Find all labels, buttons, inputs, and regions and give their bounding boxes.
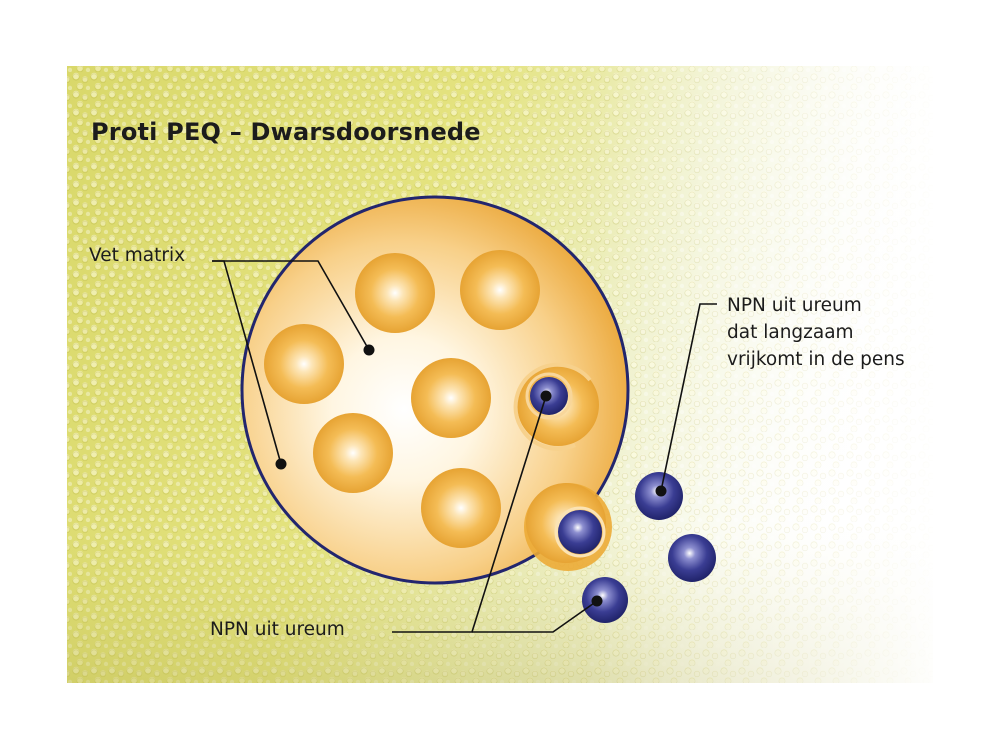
label-slow-release-line: dat langzaam (727, 322, 854, 343)
npn-particle (668, 534, 716, 582)
npn-sphere (313, 413, 393, 493)
free-npn-particles (582, 472, 716, 623)
releasing-sphere (524, 483, 612, 571)
npn-sphere (411, 358, 491, 438)
dissolving-sphere-rim (513, 362, 592, 451)
label-slow-release-npn: NPN uit ureum dat langzaam vrijkomt in d… (727, 292, 905, 373)
leader-npn-2 (472, 600, 598, 633)
leader-slow-release (660, 303, 717, 492)
leader-dots (275, 344, 667, 607)
npn-sphere (460, 250, 540, 330)
label-npn-urea: NPN uit ureum (210, 619, 345, 640)
npn-particle (582, 577, 628, 623)
npn-core-blue (558, 510, 602, 554)
npn-sphere (421, 468, 501, 548)
leader-vet-matrix-2 (212, 260, 282, 465)
label-slow-release-line: NPN uit ureum (727, 295, 862, 316)
diagram-title: Proti PEQ – Dwarsdoorsnede (91, 118, 481, 146)
leader-lines (212, 260, 717, 633)
leader-vet-matrix-1 (212, 260, 370, 351)
npn-sphere (264, 324, 344, 404)
label-slow-release-line: vrijkomt in de pens (727, 349, 905, 370)
npn-sphere (355, 253, 435, 333)
label-fat-matrix: Vet matrix (89, 245, 186, 266)
